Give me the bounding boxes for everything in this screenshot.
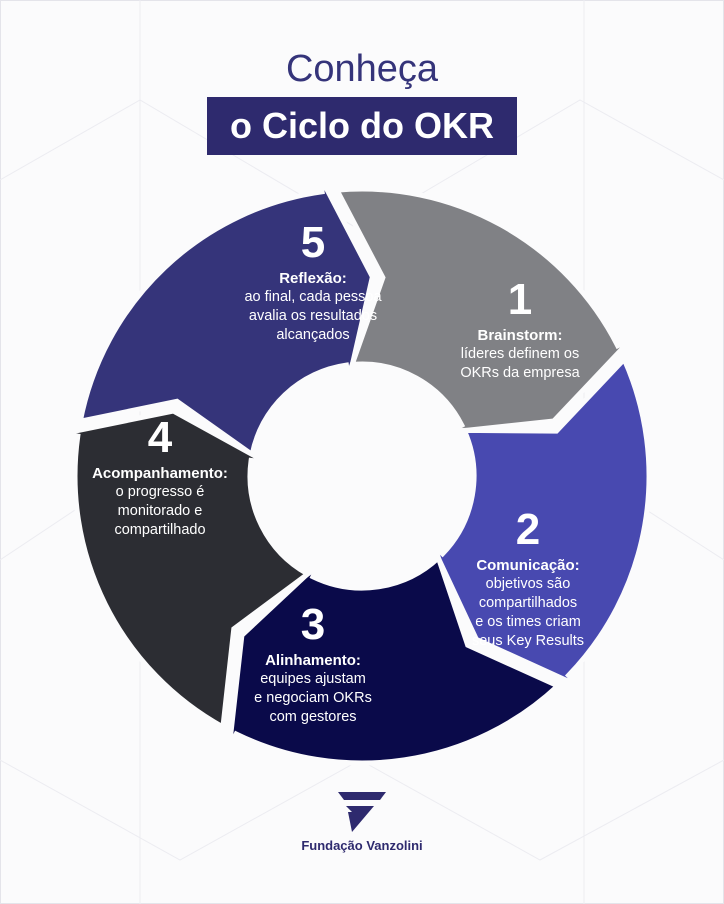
step-desc: seus Key Results	[471, 633, 585, 649]
step-number: 5	[300, 218, 326, 267]
step-label: Acompanhamento:	[92, 465, 228, 482]
step-desc: compartilhado	[114, 522, 206, 538]
step-desc: líderes definem os	[460, 346, 580, 362]
step-desc: e negociam OKRs	[254, 690, 372, 706]
step-number: 3	[300, 600, 326, 649]
step-2: 2 Comunicação: objetivos são compartilha…	[472, 508, 584, 651]
step-5: 5 Reflexão: ao final, cada pessoa avalia…	[244, 221, 381, 345]
step-desc: OKRs da empresa	[460, 365, 580, 381]
step-desc: ao final, cada pessoa	[244, 289, 382, 305]
step-4-arrow-segment	[226, 553, 563, 766]
fv-logo-icon	[338, 792, 386, 832]
step-desc: monitorado e	[117, 503, 203, 519]
step-label: Comunicação:	[476, 557, 580, 574]
title-line-1: Conheça	[285, 48, 439, 90]
title-box: o Ciclo do OKR	[207, 97, 517, 155]
step-3: 3 Alinhamento: equipes ajustam e negocia…	[254, 603, 372, 727]
step-1-arrow-segment	[77, 174, 376, 459]
step-2-arrow-segment	[333, 186, 634, 435]
step-desc: avalia os resultados	[248, 308, 378, 324]
step-label: Brainstorm:	[477, 327, 563, 344]
step-desc: com gestores	[269, 709, 357, 725]
step-label: Reflexão:	[279, 270, 347, 287]
step-number: 4	[147, 413, 173, 462]
brand-name: Fundação Vanzolini	[301, 838, 423, 853]
step-desc: o progresso é	[115, 484, 205, 500]
step-5-arrow-segment	[61, 408, 313, 732]
step-4: 4 Acompanhamento: o progresso é monitora…	[92, 416, 228, 540]
title-line-2: o Ciclo do OKR	[230, 105, 494, 146]
step-desc: e os times criam	[475, 614, 581, 630]
step-1: 1 Brainstorm: líderes definem os OKRs da…	[460, 278, 579, 383]
step-desc: equipes ajustam	[260, 671, 366, 687]
step-3-arrow-segment	[428, 354, 652, 689]
step-desc: alcançados	[276, 327, 350, 343]
step-label: Alinhamento:	[265, 652, 361, 669]
step-desc: compartilhados	[478, 595, 578, 611]
step-desc: objetivos são	[485, 576, 571, 592]
step-number: 2	[515, 505, 541, 554]
step-number: 1	[507, 275, 533, 324]
